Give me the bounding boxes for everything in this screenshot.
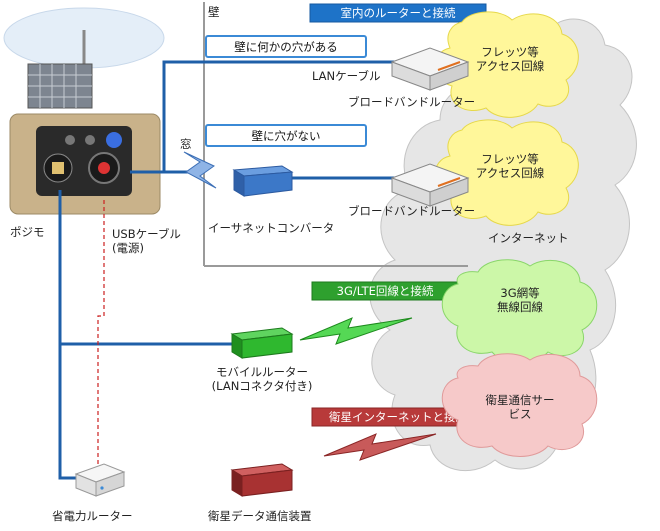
svg-text:3G/LTE回線と接続: 3G/LTE回線と接続 — [337, 284, 434, 298]
satellite-service-cloud — [441, 353, 598, 457]
wall-label: 壁 — [208, 5, 220, 19]
banner-satellite: 衛星インターネットと接続 — [311, 407, 485, 427]
svg-text:衛星インターネットと接続: 衛星インターネットと接続 — [329, 410, 467, 424]
window-label: 窓 — [180, 137, 192, 151]
flets-cloud-1-label: フレッツ等アクセス回線 — [476, 45, 545, 73]
banner-no-hole: 壁に穴がない — [205, 124, 367, 147]
broadband-router-2-label: ブロードバンドルーター — [348, 204, 475, 218]
ethernet-converter-label: イーサネットコンバータ — [208, 221, 334, 235]
flets-cloud-2-label: フレッツ等アクセス回線 — [476, 152, 545, 180]
satellite-service-cloud-label: 衛星通信サービス — [486, 393, 555, 421]
broadband-router-1-label: ブロードバンドルーター — [348, 95, 475, 109]
lan-cable-label: LANケーブル — [312, 69, 380, 83]
mobile-router-label: モバイルルーター(LANコネクタ付き) — [212, 365, 313, 393]
wireless-signal-satellite — [323, 433, 437, 461]
internet-cloud — [369, 18, 637, 472]
wireless-signal-lte — [299, 317, 413, 345]
satellite-device-label: 衛星データ通信装置 — [208, 509, 312, 523]
usb-cable-label: USBケーブル(電源) — [112, 227, 181, 255]
banner-indoor-router: 室内のルーターと接続 — [309, 3, 487, 23]
broadband-router-2 — [390, 163, 470, 207]
window-icon — [183, 151, 217, 189]
broadband-router-1 — [390, 47, 470, 91]
svg-text:室内のルーターと接続: 室内のルーターと接続 — [341, 6, 456, 20]
posimo-label: ポジモ — [10, 225, 45, 239]
svg-text:壁に穴がない: 壁に穴がない — [252, 129, 321, 143]
mobile-router-icon — [230, 327, 294, 359]
solar-panel-icon — [3, 7, 165, 109]
internet-label: インターネット — [488, 231, 569, 245]
svg-text:壁に何かの穴がある: 壁に何かの穴がある — [234, 40, 338, 54]
banner-lte: 3G/LTE回線と接続 — [311, 281, 459, 301]
wireless-cloud — [441, 259, 598, 363]
wireless-cloud-label: 3G網等無線回線 — [497, 286, 543, 314]
satellite-device-icon — [230, 463, 294, 497]
banner-hole-in-wall: 壁に何かの穴がある — [205, 35, 367, 58]
power-saving-router-label: 省電力ルーター — [52, 509, 133, 523]
power-saving-router-icon — [74, 463, 126, 497]
ethernet-converter-icon — [232, 165, 294, 197]
posimo-device-icon — [9, 113, 161, 215]
usb-power-cable — [97, 200, 105, 476]
